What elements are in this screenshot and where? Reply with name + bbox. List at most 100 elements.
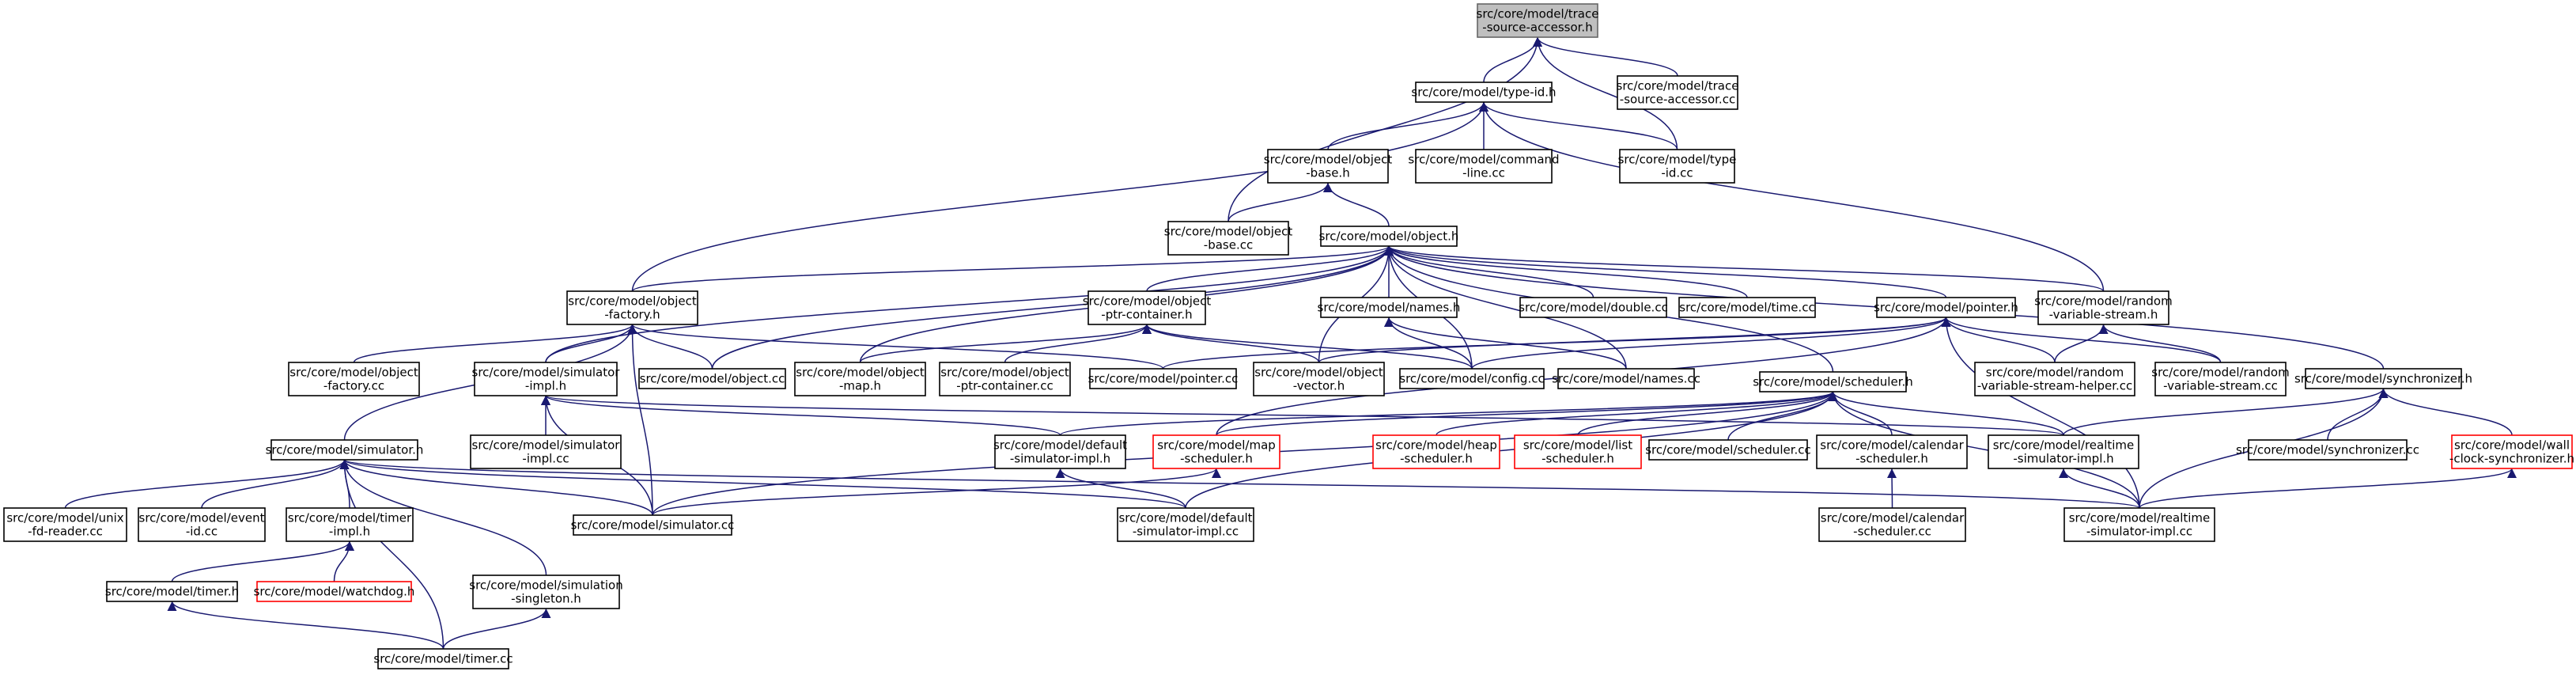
node-label: src/core/model/names.h <box>1318 301 1461 315</box>
node-watchdog-h[interactable]: src/core/model/watchdog.h <box>254 581 415 602</box>
node-label: -scheduler.cc <box>1853 525 1931 539</box>
node-list-scheduler-h[interactable]: src/core/model/list-scheduler.h <box>1514 434 1642 469</box>
node-label: -impl.h <box>525 379 566 393</box>
node-box <box>288 362 420 396</box>
node-trace-accessor-cc[interactable]: src/core/model/trace-source-accessor.cc <box>1617 75 1739 110</box>
node-label: src/core/model/simulator <box>472 438 621 453</box>
edge-object_vector_h-to-ptr_container_h <box>1142 324 1320 363</box>
node-config-cc[interactable]: src/core/model/config.cc <box>1399 368 1545 389</box>
node-command-line-cc[interactable]: src/core/model/command-line.cc <box>1408 149 1560 184</box>
node-label: -base.cc <box>1204 238 1253 252</box>
node-rvs-helper-cc[interactable]: src/core/model/random-variable-stream-he… <box>1974 362 2135 396</box>
node-type-id-cc[interactable]: src/core/model/type-id.cc <box>1618 149 1737 184</box>
node-wall-clock-sync-h[interactable]: src/core/model/wall-clock-synchronizer.h <box>2449 434 2574 469</box>
edge-pointer_cc-to-object_factory_h <box>627 324 1164 370</box>
node-object-factory-cc[interactable]: src/core/model/object-factory.cc <box>288 362 420 396</box>
edge-rvs_h-to-type_id_h <box>1479 101 2105 292</box>
node-label: src/core/model/map <box>1157 438 1276 453</box>
node-object-base-cc[interactable]: src/core/model/object-base.cc <box>1164 221 1293 256</box>
node-rvs-h[interactable]: src/core/model/random-variable-stream.h <box>2034 290 2173 325</box>
node-ptr-container-h[interactable]: src/core/model/object-ptr-container.h <box>1083 290 1212 325</box>
node-trace-accessor-h[interactable]: src/core/model/trace-source-accessor.h <box>1477 3 1599 38</box>
node-simulator-cc[interactable]: src/core/model/simulator.cc <box>571 514 735 536</box>
node-pointer-h[interactable]: src/core/model/pointer.h <box>1874 297 2018 318</box>
node-label: src/core/model/realtime <box>2069 511 2211 525</box>
node-label: src/core/model/realtime <box>1993 438 2135 453</box>
node-label: src/core/model/type <box>1618 153 1737 167</box>
node-heap-scheduler-h[interactable]: src/core/model/heap-scheduler.h <box>1372 434 1500 469</box>
node-rvs-cc[interactable]: src/core/model/random-variable-stream.cc <box>2151 362 2290 396</box>
node-label: -map.h <box>839 379 881 393</box>
node-scheduler-cc[interactable]: src/core/model/scheduler.cc <box>1645 439 1811 461</box>
node-type-id-h[interactable]: src/core/model/type-id.h <box>1411 82 1557 103</box>
node-object-base-h[interactable]: src/core/model/object-base.h <box>1264 149 1393 184</box>
edge-rvs_cc-to-rvs_h <box>2098 324 2222 363</box>
node-map-scheduler-h[interactable]: src/core/model/map-scheduler.h <box>1152 434 1280 469</box>
node-label: -simulator-impl.cc <box>1133 525 1239 539</box>
edge-pointer_h-to-object_h <box>1384 245 1947 298</box>
node-label: -singleton.h <box>511 592 581 606</box>
node-box <box>270 439 418 461</box>
node-time-cc[interactable]: src/core/model/time.cc <box>1678 297 1816 318</box>
node-default-sim-impl-h[interactable]: src/core/model/default-simulator-impl.h <box>993 434 1127 469</box>
node-box <box>1619 149 1735 184</box>
node-default-sim-impl-cc[interactable]: src/core/model/default-simulator-impl.cc <box>1117 507 1254 542</box>
node-synchronizer-h[interactable]: src/core/model/synchronizer.h <box>2294 368 2472 389</box>
node-label: -factory.h <box>604 308 660 322</box>
node-box <box>256 581 412 602</box>
node-box <box>3 507 127 542</box>
node-label: -ptr-container.cc <box>956 379 1053 393</box>
node-simulator-h[interactable]: src/core/model/simulator.h <box>266 439 424 461</box>
node-label: -simulator-impl.h <box>2013 452 2113 466</box>
node-object-vector-h[interactable]: src/core/model/object-vector.h <box>1253 362 1385 396</box>
node-label: src/core/model/object <box>940 366 1069 380</box>
node-object-factory-h[interactable]: src/core/model/object-factory.h <box>566 290 698 325</box>
edge-rvs_h-to-object_h <box>1384 245 2105 292</box>
node-object-h[interactable]: src/core/model/object.h <box>1319 226 1459 247</box>
node-pointer-cc[interactable]: src/core/model/pointer.cc <box>1088 368 1239 389</box>
node-label: -base.h <box>1306 166 1349 180</box>
node-timer-h[interactable]: src/core/model/timer.h <box>105 581 239 602</box>
node-names-h[interactable]: src/core/model/names.h <box>1318 297 1461 318</box>
node-timer-cc[interactable]: src/core/model/timer.cc <box>373 648 513 669</box>
node-timer-impl-h[interactable]: src/core/model/timer-impl.h <box>286 507 414 542</box>
node-object-cc[interactable]: src/core/model/object.cc <box>638 368 786 389</box>
edge-heap_scheduler_h-to-scheduler_h <box>1436 391 1838 436</box>
edge-timer_cc-to-sim_singleton_h <box>442 608 551 650</box>
node-label: src/core/model/object <box>289 366 418 380</box>
node-calendar-scheduler-h[interactable]: src/core/model/calendar-scheduler.h <box>1816 434 1968 469</box>
node-unix-fd-reader-cc[interactable]: src/core/model/unix-fd-reader.cc <box>3 507 127 542</box>
node-calendar-scheduler-cc[interactable]: src/core/model/calendar-scheduler.cc <box>1818 507 1966 542</box>
node-sim-singleton-h[interactable]: src/core/model/simulation-singleton.h <box>469 575 623 609</box>
node-object-map-h[interactable]: src/core/model/object-map.h <box>794 362 926 396</box>
node-names-cc[interactable]: src/core/model/names.cc <box>1552 368 1700 389</box>
edge-synchronizer_cc-to-synchronizer_h <box>2327 388 2389 441</box>
edge-simulator_cc-to-simulator_h <box>339 459 653 516</box>
node-label: src/core/model/random <box>2151 366 2289 380</box>
node-label: src/core/model/synchronizer.h <box>2294 372 2472 386</box>
edge-object_base_h-to-type_id_h <box>1327 101 1488 150</box>
node-box <box>2305 368 2462 389</box>
node-synchronizer-cc[interactable]: src/core/model/synchronizer.cc <box>2236 439 2419 461</box>
node-box <box>1320 226 1458 247</box>
node-box <box>1415 149 1553 184</box>
node-label: src/core/model/timer <box>288 511 412 525</box>
node-box <box>1253 362 1385 396</box>
node-label: -fd-reader.cc <box>28 525 103 539</box>
node-box <box>1557 368 1695 389</box>
node-realtime-sim-impl-h[interactable]: src/core/model/realtime-simulator-impl.h <box>1988 434 2139 469</box>
node-double-cc[interactable]: src/core/model/double.cc <box>1519 297 1668 318</box>
node-ptr-container-cc[interactable]: src/core/model/object-ptr-container.cc <box>939 362 1071 396</box>
node-box <box>1678 297 1816 318</box>
node-label: src/core/model/heap <box>1375 438 1497 453</box>
node-label: -scheduler.h <box>1855 452 1928 466</box>
node-simulator-impl-cc[interactable]: src/core/model/simulator-impl.cc <box>470 434 622 469</box>
node-simulator-impl-h[interactable]: src/core/model/simulator-impl.h <box>472 362 621 396</box>
node-realtime-sim-impl-cc[interactable]: src/core/model/realtime-simulator-impl.c… <box>2063 507 2215 542</box>
node-box <box>1988 434 2139 469</box>
edge-object_h-to-object_base_h <box>1323 182 1390 227</box>
node-scheduler-h[interactable]: src/core/model/scheduler.h <box>1753 371 1913 392</box>
node-event-id-cc[interactable]: src/core/model/event-id.cc <box>138 507 266 542</box>
node-label: src/core/model/object <box>1083 294 1212 309</box>
